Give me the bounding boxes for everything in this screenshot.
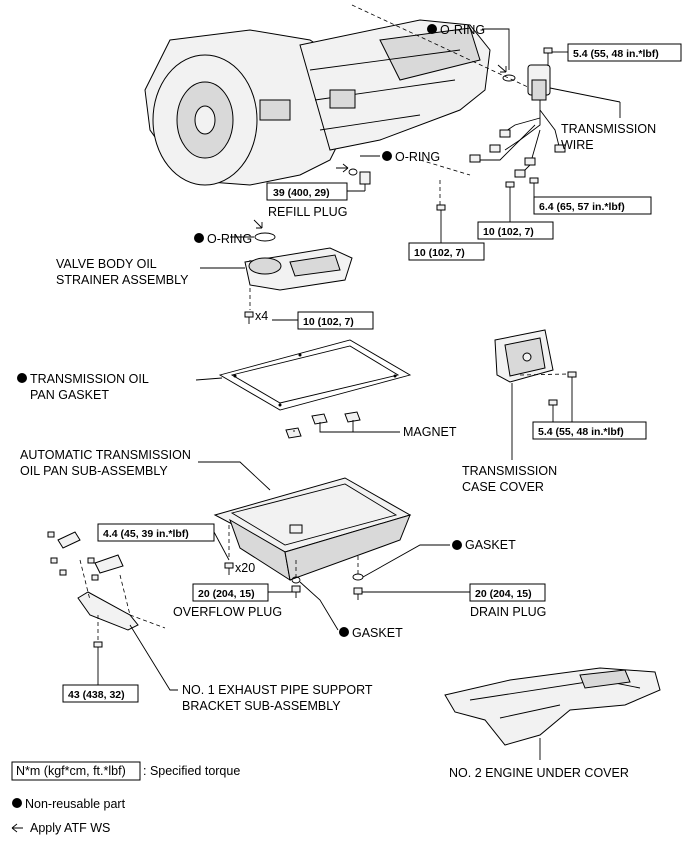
label-engine-under-cover: NO. 2 ENGINE UNDER COVER [449, 766, 629, 780]
legend-torque-box-text: N*m (kgf*cm, ft.*lbf) [16, 764, 126, 778]
strainer-bolt [244, 311, 254, 324]
non-reusable-dot-icon [382, 151, 392, 161]
torque-wire-6-4-text: 6.4 (65, 57 in.*lbf) [539, 201, 625, 213]
label-gasket-right: GASKET [465, 538, 516, 552]
torque-pan-bolt-text: 4.4 (45, 39 in.*lbf) [103, 528, 189, 540]
non-reusable-dot-icon [427, 24, 437, 34]
label-exhaust-bracket-1: NO. 1 EXHAUST PIPE SUPPORT [182, 683, 373, 697]
engine-under-cover [444, 667, 661, 746]
oil-pan-gasket [218, 339, 412, 411]
torque-drain-text: 20 (204, 15) [475, 588, 532, 600]
label-transmission-wire-1: TRANSMISSION [561, 122, 656, 136]
torque-wire-top: 5.4 (55, 48 in.*lbf) [567, 43, 682, 62]
drain-plug [353, 587, 363, 600]
oring-top-shape [502, 74, 516, 82]
legend-apply-atf: Apply ATF WS [30, 821, 110, 835]
label-drain-plug: DRAIN PLUG [470, 605, 546, 619]
torque-bracket-text: 43 (438, 32) [68, 689, 125, 701]
non-reusable-dot-icon [339, 627, 349, 637]
automatic-transmission-oil-pan [213, 477, 412, 582]
torque-strainer: 10 (102, 7) [297, 311, 374, 330]
legend: N*m (kgf*cm, ft.*lbf) : Specified torque… [11, 761, 240, 835]
atf-arrow-legend-icon [11, 823, 23, 833]
torque-pan-bolt: 4.4 (45, 39 in.*lbf) [97, 523, 215, 542]
transmission-case-cover [494, 329, 554, 383]
torque-refill: 39 (400, 29) [266, 182, 348, 201]
legend-non-reusable: Non-reusable part [25, 797, 126, 811]
torque-wire-6-4: 6.4 (65, 57 in.*lbf) [533, 196, 652, 215]
overflow-plug [291, 585, 301, 598]
torque-bracket: 43 (438, 32) [62, 684, 139, 703]
torque-wire-top-text: 5.4 (55, 48 in.*lbf) [573, 48, 659, 60]
label-oil-pan-1: AUTOMATIC TRANSMISSION [20, 448, 191, 462]
label-magnet: MAGNET [403, 425, 457, 439]
case-cover-bolts [548, 371, 577, 423]
atf-arrow-left-icon [253, 219, 263, 229]
bolt-wire-10-left [436, 204, 446, 243]
label-refill-plug: REFILL PLUG [268, 205, 347, 219]
magnets [285, 411, 400, 439]
label-oring-top: O-RING [440, 23, 485, 37]
non-reusable-dot-icon [452, 540, 462, 550]
label-valve-body-1: VALVE BODY OIL [56, 257, 157, 271]
atf-arrow-top-icon [497, 64, 507, 73]
transmission-assembly [144, 19, 491, 186]
label-transmission-wire-2: WIRE [561, 138, 594, 152]
torque-wire-10-right-text: 10 (102, 7) [483, 226, 534, 238]
torque-overflow: 20 (204, 15) [192, 583, 269, 602]
transmission-wire [469, 64, 621, 178]
label-oring-left: O-RING [207, 232, 252, 246]
label-pan-gasket-2: PAN GASKET [30, 388, 109, 402]
label-pan-gasket-1: TRANSMISSION OIL [30, 372, 149, 386]
non-reusable-dot-icon [12, 798, 22, 808]
legend-torque-box [11, 761, 141, 781]
bolt-wire-10-right [505, 181, 515, 222]
refill-plug [359, 171, 371, 191]
label-case-cover-1: TRANSMISSION [462, 464, 557, 478]
label-oil-pan-2: OIL PAN SUB-ASSEMBLY [20, 464, 168, 478]
label-oring-mid: O-RING [395, 150, 440, 164]
label-exhaust-bracket-2: BRACKET SUB-ASSEMBLY [182, 699, 341, 713]
torque-wire-10-left-text: 10 (102, 7) [414, 247, 465, 259]
torque-refill-text: 39 (400, 29) [273, 187, 330, 199]
exhaust-pipe-support-bracket [47, 531, 139, 685]
torque-drain: 20 (204, 15) [469, 583, 546, 602]
atf-arrow-mid-icon [336, 163, 349, 173]
torque-strainer-text: 10 (102, 7) [303, 316, 354, 328]
torque-wire-10-left: 10 (102, 7) [408, 242, 485, 261]
torque-case-cover-text: 5.4 (55, 48 in.*lbf) [538, 426, 624, 438]
label-x4: x4 [255, 309, 268, 323]
pan-bolts [213, 525, 234, 575]
torque-wire-10-right: 10 (102, 7) [477, 221, 554, 240]
legend-torque-text: : Specified torque [143, 764, 240, 778]
torque-overflow-text: 20 (204, 15) [198, 588, 255, 600]
valve-body-oil-strainer [244, 247, 353, 291]
label-x20: x20 [235, 561, 255, 575]
label-valve-body-2: STRAINER ASSEMBLY [56, 273, 189, 287]
label-gasket-bottom: GASKET [352, 626, 403, 640]
bolt-wire-top [543, 47, 553, 66]
torque-case-cover: 5.4 (55, 48 in.*lbf) [532, 421, 647, 440]
label-case-cover-2: CASE COVER [462, 480, 544, 494]
non-reusable-dot-icon [194, 233, 204, 243]
non-reusable-dot-icon [17, 373, 27, 383]
label-overflow-plug: OVERFLOW PLUG [173, 605, 282, 619]
